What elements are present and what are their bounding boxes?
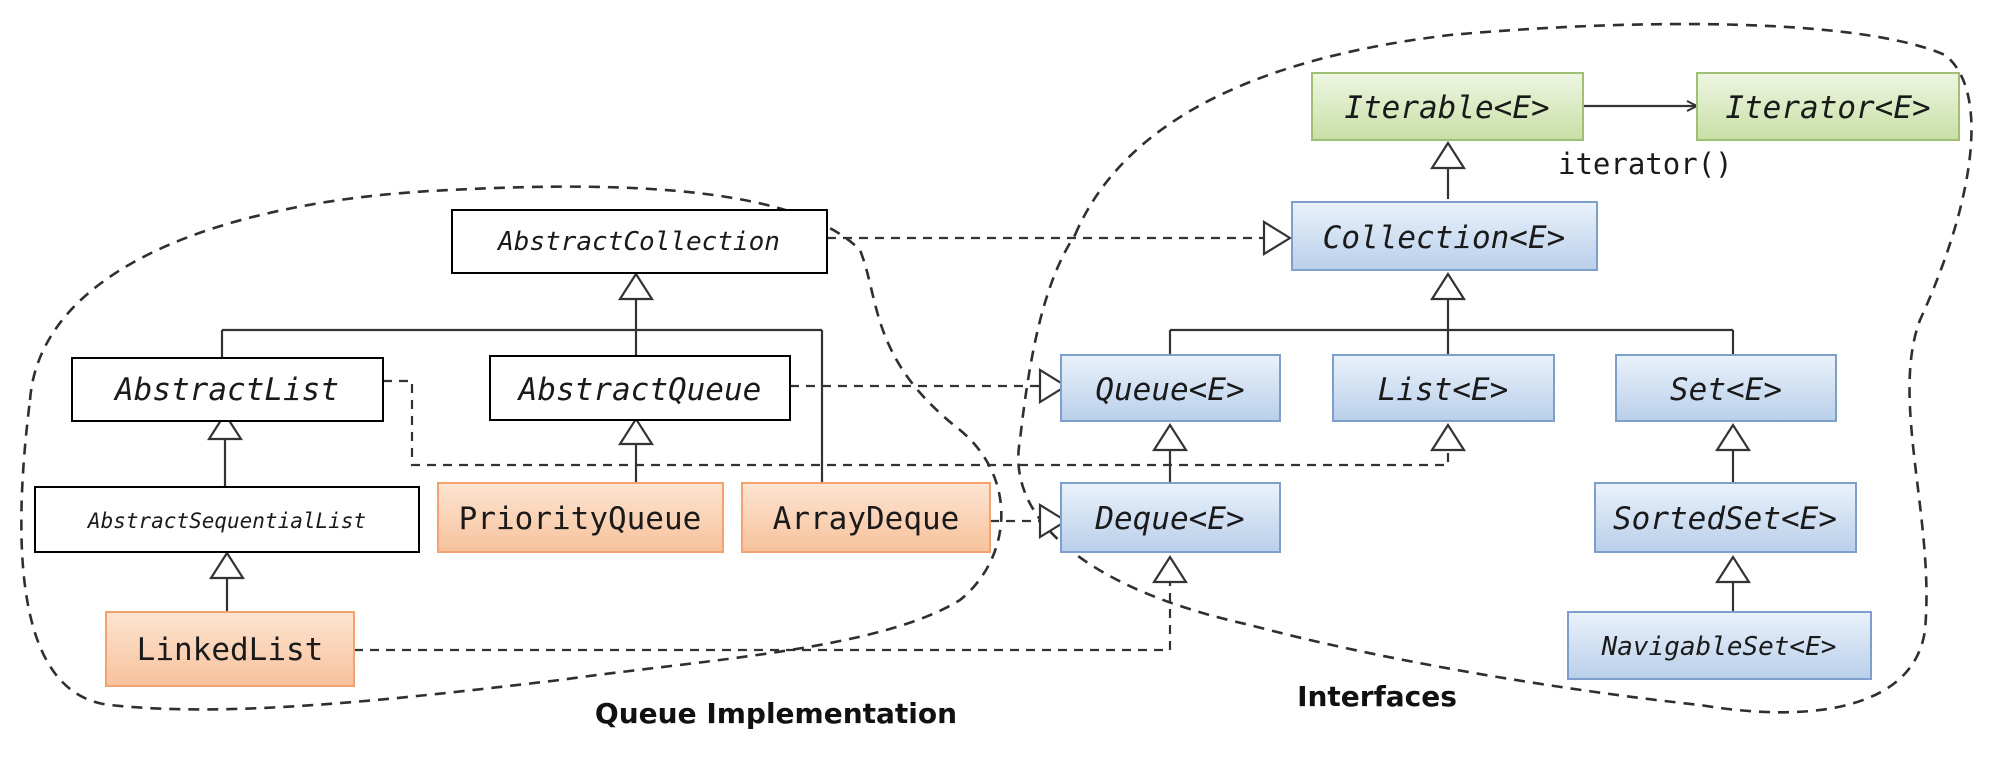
realization-triangle [1038, 368, 1069, 404]
deque-label: Deque<E> [1094, 501, 1244, 537]
iterator-box[interactable] [1696, 72, 1960, 141]
list-box[interactable] [1332, 354, 1555, 422]
abstract-list-label: AbstractList [113, 372, 339, 408]
iterable-label: Iterable<E> [1344, 90, 1549, 126]
linked-list-label: LinkedList [137, 632, 324, 668]
realization-triangle [1262, 220, 1293, 256]
implementation-boxes: PriorityQueue ArrayDeque LinkedList [105, 482, 991, 687]
abstract-sequential-list-box[interactable] [34, 486, 420, 553]
set-box[interactable] [1615, 354, 1837, 422]
sorted-set-box[interactable] [1594, 482, 1857, 553]
navigable-set-label: NavigableSet<E> [1601, 632, 1837, 662]
iterable-box[interactable] [1311, 72, 1584, 141]
abstract-sequential-list-label: AbstractSequentialList [86, 509, 366, 533]
queue-box[interactable] [1060, 354, 1281, 422]
abstract-list-box[interactable] [71, 357, 384, 422]
implements-line [383, 379, 1450, 467]
priority-queue-label: PriorityQueue [459, 501, 702, 537]
abstract-queue-label: AbstractQueue [517, 372, 762, 408]
interfaces-outline [1017, 22, 1973, 714]
queue-implementation-outline [20, 185, 1003, 711]
queue-label: Queue<E> [1095, 372, 1244, 408]
array-deque-label: ArrayDeque [773, 501, 960, 537]
iterator-label: Iterator<E> [1725, 90, 1930, 126]
navigable-set-box[interactable] [1567, 611, 1872, 680]
inheritance-triangle [617, 416, 655, 446]
realization-triangle [1429, 422, 1467, 452]
deque-box[interactable] [1060, 482, 1281, 553]
array-deque-box[interactable] [741, 482, 991, 553]
inheritance-triangle [1151, 422, 1189, 452]
linked-list-box[interactable] [105, 611, 355, 687]
interface-boxes: Iterable<E> Iterator<E> iterator() Colle… [1060, 72, 1960, 680]
priority-queue-box[interactable] [437, 482, 724, 553]
sorted-set-label: SortedSet<E> [1613, 501, 1837, 537]
interfaces-label: Interfaces [1297, 680, 1457, 713]
abstract-queue-box[interactable] [489, 355, 791, 421]
realization-triangle [1038, 503, 1069, 539]
inheritance-triangle [1429, 140, 1467, 170]
set-label: Set<E> [1670, 372, 1782, 408]
queue-implementation-label: Queue Implementation [595, 697, 957, 730]
inheritance-triangle [1714, 554, 1752, 584]
inheritance-triangle [208, 550, 246, 580]
implements-line [354, 582, 1172, 652]
collection-box[interactable] [1291, 201, 1598, 271]
inheritance-triangle [1429, 271, 1467, 301]
realization-triangle [1151, 554, 1189, 584]
iterator-method-label: iterator() [1558, 147, 1733, 181]
abstract-collection-box[interactable] [451, 209, 828, 274]
abstract-class-boxes: AbstractCollection AbstractList Abstract… [34, 209, 828, 553]
list-label: List<E> [1378, 372, 1509, 408]
inheritance-triangle [1714, 422, 1752, 452]
collection-label: Collection<E> [1323, 220, 1566, 256]
abstract-collection-label: AbstractCollection [496, 227, 780, 257]
inheritance-triangle [617, 271, 655, 301]
realization-connectors [354, 220, 1467, 652]
